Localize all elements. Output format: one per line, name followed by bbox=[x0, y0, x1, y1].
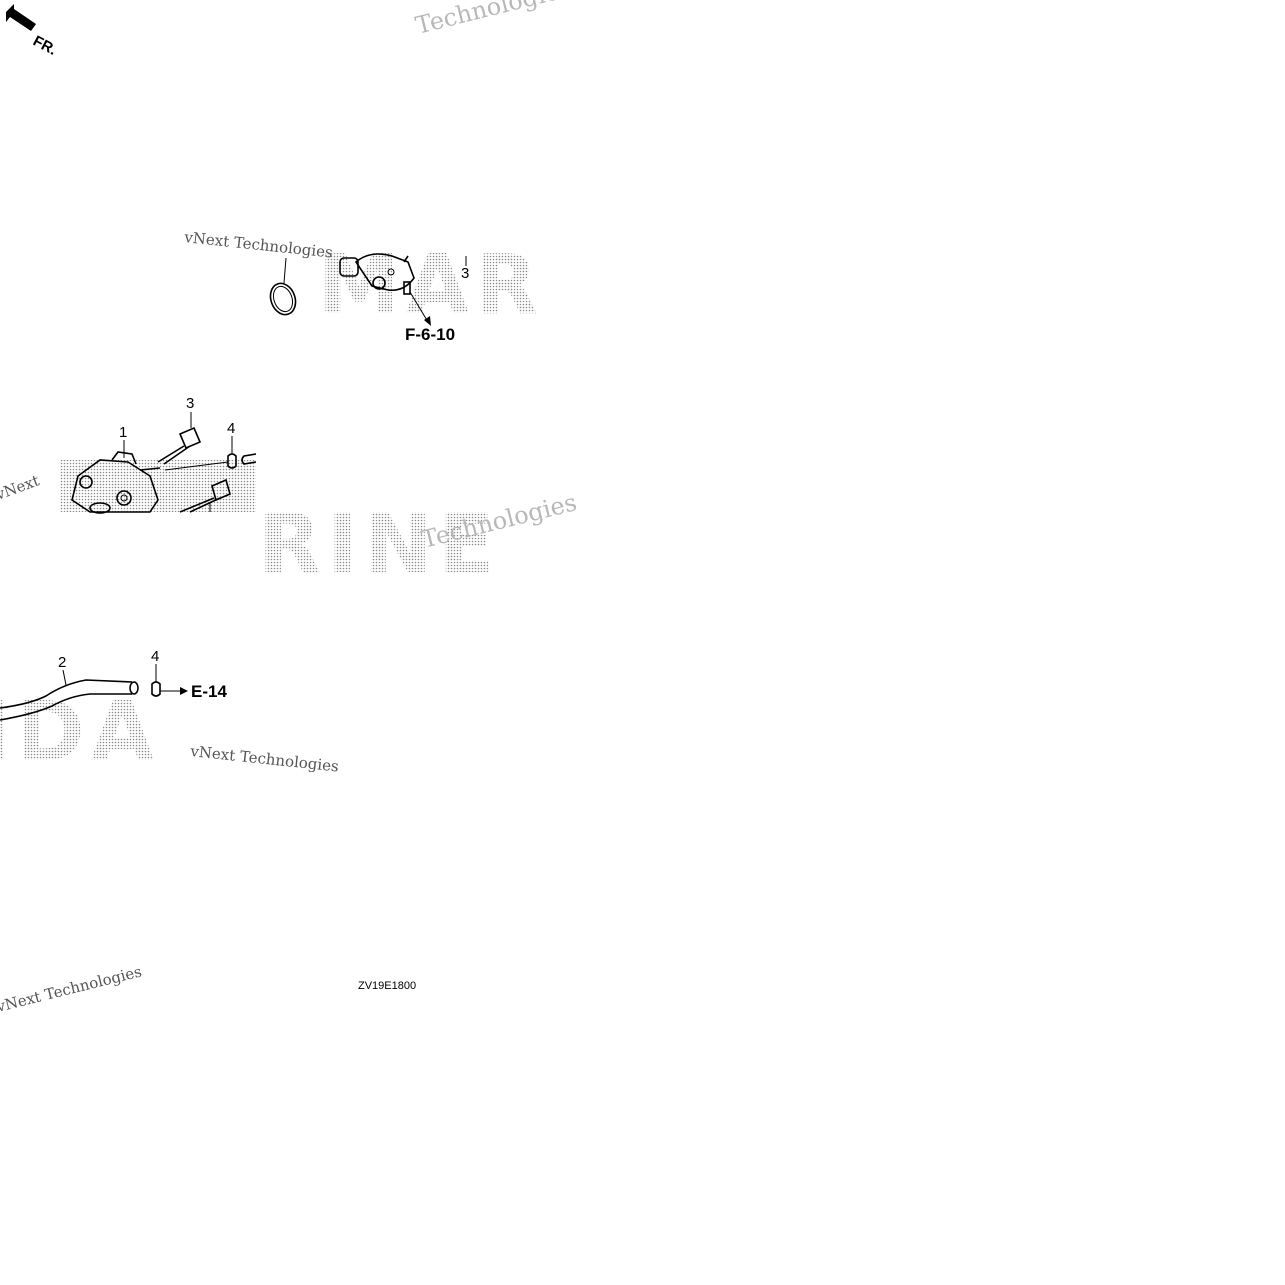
callout-bot-2: 2 bbox=[58, 654, 66, 671]
watermark-vnext-lower-left: vNext Technologies bbox=[0, 962, 144, 1016]
hose-clip-upper-part bbox=[227, 453, 237, 469]
callout-leader-bot-2 bbox=[62, 669, 67, 686]
callout-top-3: 3 bbox=[461, 265, 469, 282]
ref-arrow-bottom-head bbox=[180, 687, 188, 695]
watermark-technologies-top: Technologies bbox=[413, 0, 574, 40]
ref-arrow-top-line bbox=[409, 291, 429, 323]
watermark-brand-top: MAR bbox=[318, 238, 544, 333]
callout-mid-1: 1 bbox=[119, 424, 127, 441]
hose-part bbox=[0, 679, 139, 721]
watermark-brand-middle: RINE bbox=[258, 497, 500, 592]
housing-part bbox=[71, 451, 161, 514]
reference-bottom[interactable]: E-14 bbox=[191, 682, 227, 701]
assembly-line-mid bbox=[164, 461, 229, 471]
o-ring-part bbox=[269, 282, 297, 316]
fitting-part bbox=[339, 253, 415, 295]
watermark-vnext-left: vNext bbox=[0, 471, 42, 504]
ref-arrow-top-head bbox=[424, 316, 431, 326]
o-ring-leader bbox=[283, 257, 287, 284]
hose-clip-lower-part bbox=[151, 681, 161, 697]
callout-mid-4: 4 bbox=[227, 420, 235, 437]
reference-top[interactable]: F-6-10 bbox=[405, 325, 455, 344]
front-arrow-icon bbox=[6, 4, 36, 31]
callout-bot-4: 4 bbox=[151, 648, 159, 665]
bolt-upper-part bbox=[157, 426, 202, 465]
watermark-brand-bottom: IDA bbox=[0, 685, 160, 780]
callout-mid-3: 3 bbox=[186, 395, 194, 412]
watermark-vnext-top: vNext Technologies bbox=[183, 228, 334, 262]
front-label: FR. bbox=[30, 33, 59, 59]
o-ring-inner bbox=[272, 285, 294, 313]
diagram-code: ZV19E1800 bbox=[358, 980, 416, 992]
hose-stub-part bbox=[241, 453, 257, 465]
watermark-vnext-bottom: vNext Technologies bbox=[189, 742, 340, 776]
bolt-lower-part bbox=[179, 478, 231, 513]
